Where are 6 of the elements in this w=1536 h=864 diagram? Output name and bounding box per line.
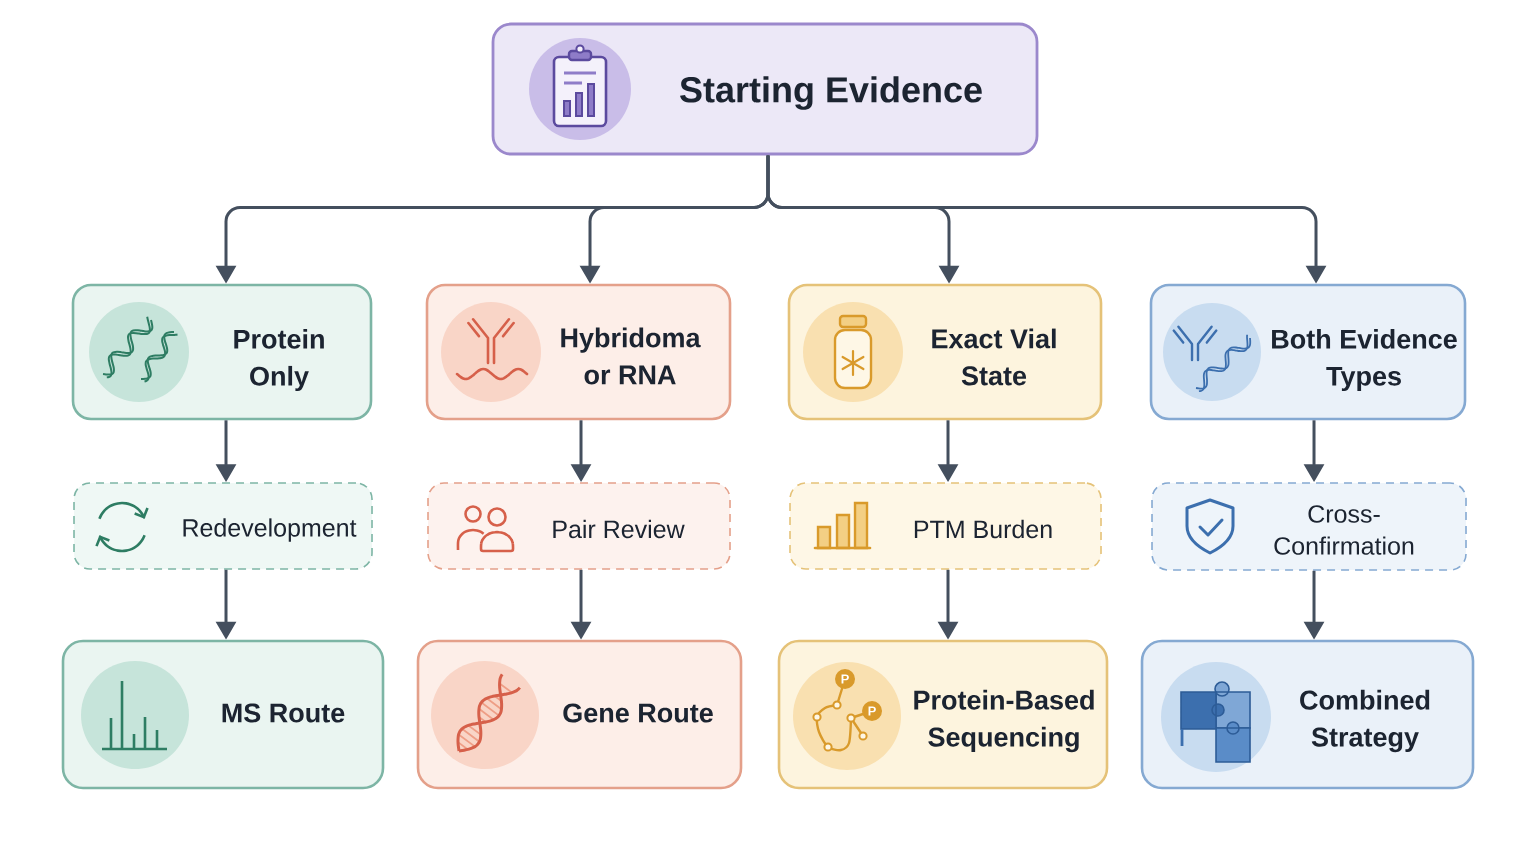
dashed-box: Pair Review <box>427 482 731 570</box>
badge-letter: P <box>841 674 849 684</box>
badge-letter: P <box>868 706 876 716</box>
dashed-box: PTM Burden <box>789 482 1102 570</box>
dashed-box: Redevelopment <box>73 482 373 570</box>
dashed-box: Cross- Confirmation <box>1151 482 1467 571</box>
